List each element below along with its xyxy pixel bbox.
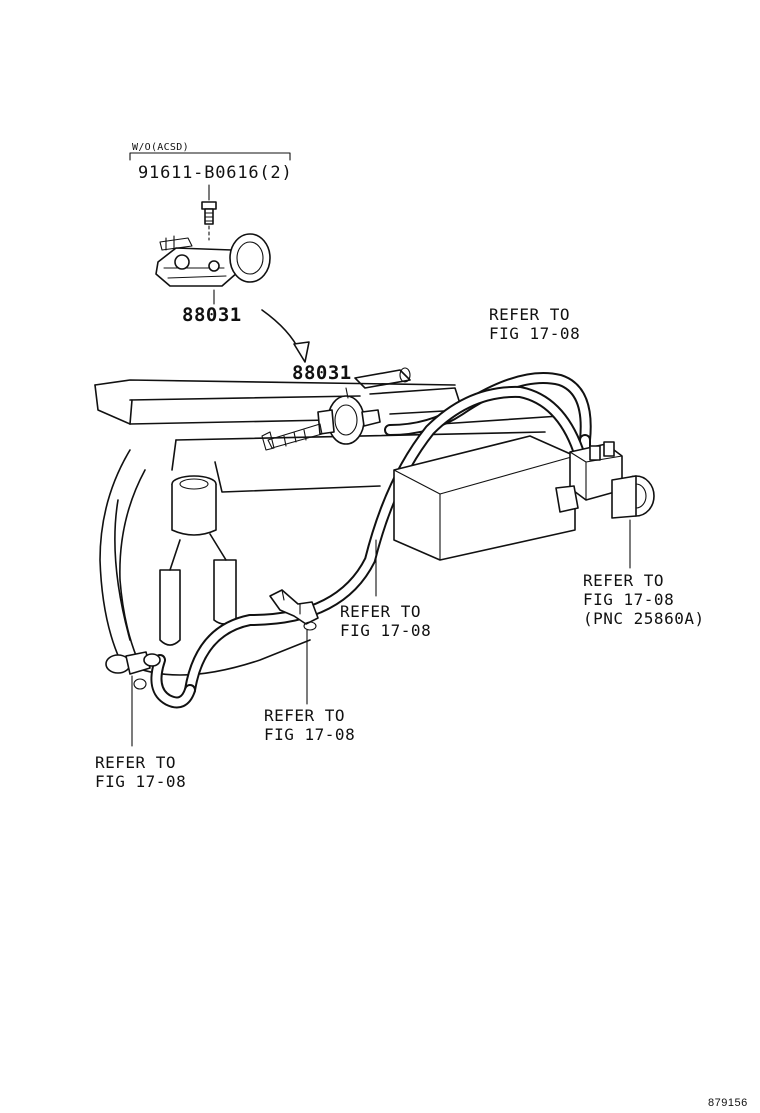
actuator-88031-upper-icon: [155, 233, 271, 305]
header-bracket: [129, 152, 291, 161]
hose-fitting-icon: [105, 651, 161, 747]
bracket-icon: [269, 589, 319, 705]
part-label-88031-installed: 88031: [292, 362, 352, 384]
illustration-id: 879156: [708, 1097, 748, 1109]
reservoir-icon: [159, 475, 237, 646]
vacuum-hose: [150, 372, 592, 709]
canister-box: [393, 435, 576, 561]
bolt-icon: [201, 184, 217, 241]
vsv-valve-icon: [555, 441, 655, 569]
callout-right: REFER TO FIG 17-08 (PNC 25860A): [583, 571, 705, 628]
callout-bracket: REFER TO FIG 17-08: [264, 706, 356, 744]
actuator-88031-installed-icon: [261, 387, 381, 451]
callout-middle: REFER TO FIG 17-08: [340, 602, 432, 640]
callout-top-right: REFER TO FIG 17-08: [489, 305, 581, 343]
part-label-88031-upper: 88031: [182, 304, 242, 326]
part-number-91611: 91611-B0616(2): [138, 163, 293, 183]
condition-label: W/O(ACSD): [132, 142, 189, 153]
callout-left: REFER TO FIG 17-08: [95, 753, 187, 791]
arrow-icon: [261, 309, 310, 363]
